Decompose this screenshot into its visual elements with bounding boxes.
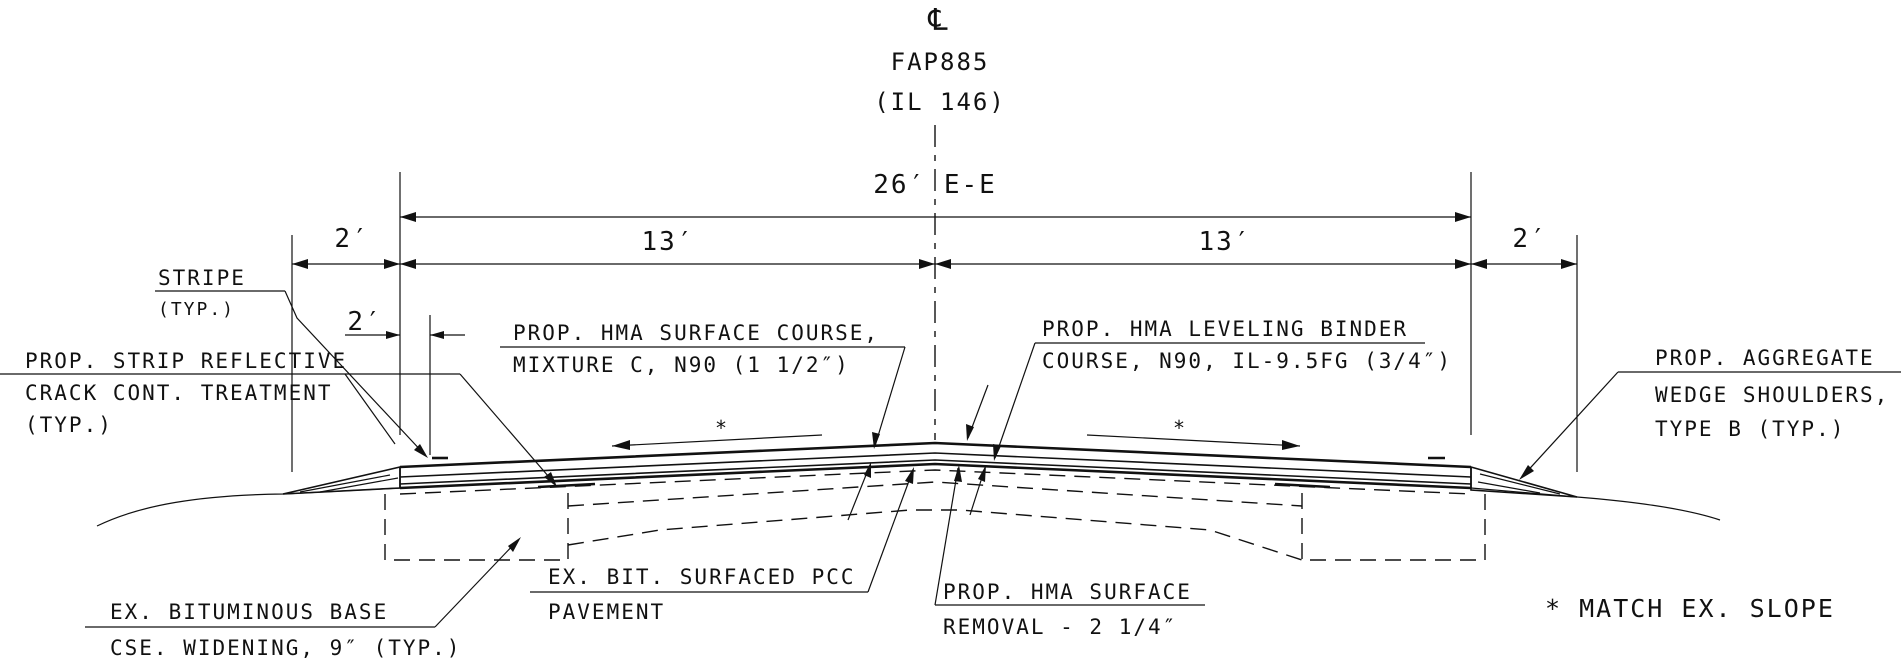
ex-pcc-leader: [867, 469, 914, 593]
ex-base-label: EX. BITUMINOUS BASE: [110, 600, 388, 624]
arrowhead: [1519, 465, 1534, 480]
removal-label-line2: REMOVAL - 2 1/4″: [943, 615, 1177, 639]
arrowhead: [919, 259, 935, 269]
ex-base-leader: [434, 539, 519, 628]
ex-pcc-label-line2: PAVEMENT: [548, 600, 665, 624]
aggregate-leader: [1521, 371, 1619, 478]
arrowhead: [612, 440, 630, 450]
arrowhead: [1455, 259, 1471, 269]
aggregate-label: PROP. AGGREGATE: [1655, 346, 1875, 370]
aggregate-label-line3: TYPE B (TYP.): [1655, 417, 1845, 441]
route-label: FAP885: [891, 48, 990, 76]
reflective-strip-left: [537, 482, 596, 489]
surface-course-leader: [874, 346, 906, 447]
leveling-label-line2: COURSE, N90, IL-9.5FG (3/4″): [1042, 349, 1452, 373]
surface-course-bottom: [399, 452, 1472, 478]
arrowhead: [544, 472, 557, 487]
surface-course-label: PROP. HMA SURFACE COURSE,: [513, 321, 879, 345]
arrowhead: [430, 331, 444, 339]
total-width-dimension: 26′ E-E: [873, 170, 997, 200]
arrowhead: [993, 444, 1001, 461]
arrowhead: [384, 259, 400, 269]
ex-pcc-label: EX. BIT. SURFACED PCC: [548, 565, 856, 589]
slope-marker-left: *: [715, 416, 729, 440]
arrowhead: [414, 444, 428, 458]
road-label: (IL 146): [874, 88, 1006, 116]
stripe-label: STRIPE: [158, 266, 246, 290]
arrowhead: [292, 259, 308, 269]
arrowhead: [1471, 259, 1487, 269]
arrowhead: [1561, 259, 1577, 269]
existing-ground-right: [1470, 487, 1721, 521]
reflective-label-line3: (TYP.): [25, 413, 113, 437]
stripe-offset-dimension: 2′: [347, 307, 382, 337]
arrowhead: [1282, 440, 1300, 450]
ex-base-label-line2: CSE. WIDENING, 9″ (TYP.): [110, 636, 461, 660]
arrowhead: [966, 424, 974, 441]
existing-ground-left: [96, 487, 401, 527]
shoulder-left-dimension: 2′: [334, 224, 369, 254]
pavement-bottom: [399, 462, 1472, 490]
reflective-strip-right: [1274, 482, 1331, 489]
arrowhead: [905, 467, 914, 484]
crack-leader-left: [344, 373, 396, 445]
slope-arrow-right: [1086, 434, 1301, 447]
arrowhead: [400, 212, 416, 222]
arrowhead: [935, 259, 951, 269]
reflective-label-line2: CRACK CONT. TREATMENT: [25, 381, 333, 405]
leveling-leader: [994, 342, 1036, 459]
arrowhead: [872, 432, 880, 449]
proposed-surface-top: [399, 441, 1472, 469]
existing-bituminous-base-widening: [384, 493, 1486, 561]
lane-left-dimension: 13′: [642, 227, 695, 257]
arrowhead: [864, 462, 871, 478]
slope-marker-right: *: [1173, 416, 1187, 440]
reflective-leader: [459, 373, 556, 485]
shoulder-right-dimension: 2′: [1512, 224, 1547, 254]
arrowhead: [400, 259, 416, 269]
arrowhead: [1455, 212, 1471, 222]
leveling-label: PROP. HMA LEVELING BINDER: [1042, 317, 1408, 341]
arrowhead: [386, 331, 400, 339]
leveling-binder-bottom: [399, 459, 1472, 485]
existing-surface-removed: [399, 469, 1472, 495]
arrowhead: [978, 465, 986, 482]
slope-arrow-left: [611, 434, 823, 447]
existing-pcc-pavement: [567, 481, 1303, 507]
removal-label: PROP. HMA SURFACE: [943, 580, 1192, 604]
lane-right-dimension: 13′: [1199, 227, 1252, 257]
stripe-typ-label: (TYP.): [158, 299, 235, 320]
surface-course-label-line2: MIXTURE C, N90 (1 1/2″): [513, 353, 850, 377]
stripe-leader: [284, 290, 426, 456]
arrowhead: [954, 465, 962, 482]
removal-leader: [934, 467, 959, 606]
match-slope-note: * MATCH EX. SLOPE: [1545, 594, 1835, 623]
centerline-symbol: ℄: [927, 3, 948, 38]
aggregate-shoulder-left-hatch: [299, 474, 399, 493]
aggregate-label-line2: WEDGE SHOULDERS,: [1655, 383, 1889, 407]
arrowhead: [508, 537, 521, 552]
existing-pcc-bottom: [567, 509, 1303, 561]
reflective-label: PROP. STRIP REFLECTIVE: [25, 349, 347, 373]
aggregate-shoulder-right-hatch: [1477, 473, 1561, 495]
